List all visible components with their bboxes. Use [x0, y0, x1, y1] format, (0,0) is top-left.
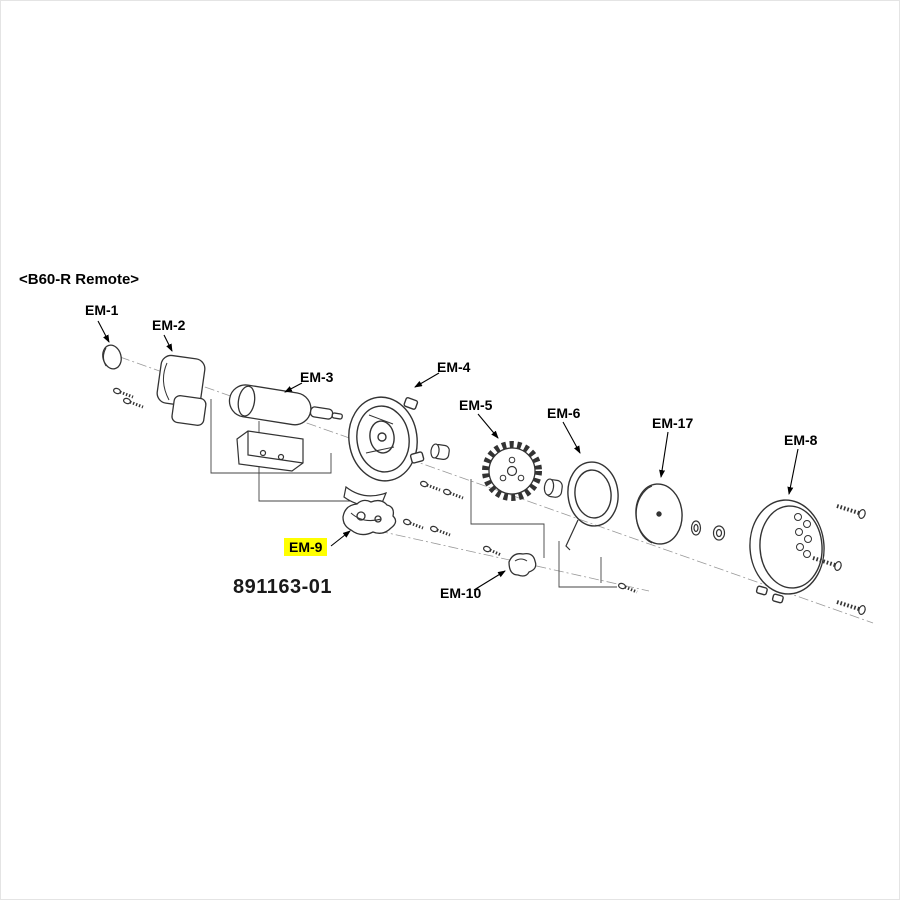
part-label-em-6: EM-6	[547, 405, 581, 421]
screw-em10	[483, 545, 502, 557]
part-label-em-8: EM-8	[784, 432, 818, 448]
part-label-em-9-highlighted: EM-9	[284, 538, 328, 556]
part-label-em-17: EM-17	[652, 415, 694, 431]
part-em9-lever	[342, 499, 397, 536]
part-em6-ring	[565, 461, 619, 551]
screws-right	[812, 504, 866, 615]
diagram-title: <B60-R Remote>	[19, 271, 140, 288]
screws-left	[113, 387, 144, 409]
bracket	[236, 430, 304, 472]
part-em1-cap	[102, 344, 122, 370]
part-em4-housing	[348, 396, 425, 482]
bushing	[543, 478, 563, 498]
axis-centerline	[102, 350, 874, 624]
part-em2-lock	[156, 354, 207, 426]
part-label-em-4: EM-4	[437, 359, 471, 375]
roller	[430, 443, 450, 460]
part-label-em-5: EM-5	[459, 397, 493, 413]
washers	[690, 520, 726, 541]
part-label-em-3: EM-3	[300, 369, 334, 385]
leader-lines	[97, 320, 799, 591]
screws-em9	[403, 518, 451, 537]
part-em8-cover	[749, 499, 825, 604]
screw-lower	[618, 582, 638, 594]
part-label-em-1: EM-1	[85, 302, 119, 318]
screws-mid	[420, 480, 464, 500]
part-em3-motor	[228, 384, 343, 426]
part-em10-clip	[508, 553, 537, 577]
part-number: 891163-01	[233, 576, 333, 598]
part-em17-disc	[635, 483, 683, 545]
part-em5-sprocket	[482, 441, 542, 501]
part-label-em-2: EM-2	[152, 317, 186, 333]
part-label-em-10: EM-10	[440, 585, 482, 601]
